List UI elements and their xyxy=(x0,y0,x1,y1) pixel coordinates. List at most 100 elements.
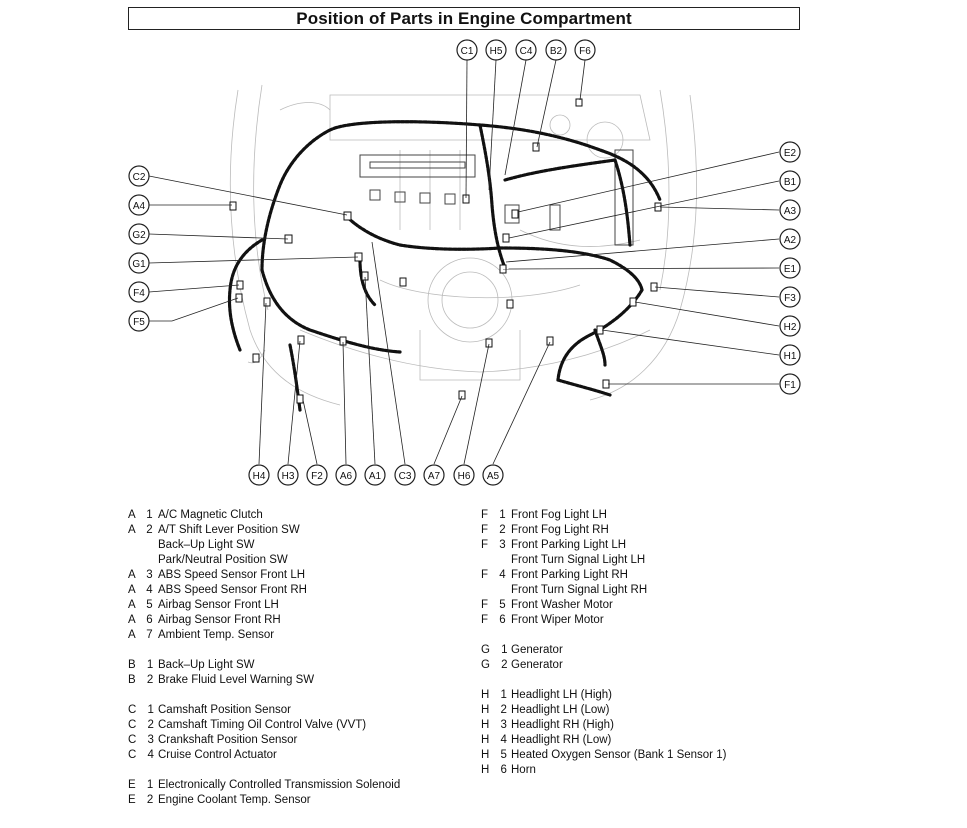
legend-code: C 3 xyxy=(128,734,158,746)
svg-text:A2: A2 xyxy=(784,235,797,246)
legend-code: E 1 xyxy=(128,779,158,791)
svg-text:C4: C4 xyxy=(520,46,533,57)
svg-text:C3: C3 xyxy=(399,471,412,482)
svg-text:E2: E2 xyxy=(784,148,797,159)
legend-code: H 6 xyxy=(481,764,511,776)
svg-text:H5: H5 xyxy=(490,46,503,57)
legend-text: Generator xyxy=(511,644,563,656)
legend-text: Headlight LH (High) xyxy=(511,689,612,701)
legend-text: Brake Fluid Level Warning SW xyxy=(158,674,315,686)
legend-text: Front Wiper Motor xyxy=(511,614,604,626)
legend-code xyxy=(481,583,511,598)
legend-text: ABS Speed Sensor Front LH xyxy=(158,569,306,581)
legend-code: A 6 xyxy=(128,614,157,626)
svg-text:A6: A6 xyxy=(340,471,353,482)
legend-text: Front Fog Light RH xyxy=(511,524,609,536)
callout-e2: E2 xyxy=(779,141,801,163)
legend-text: Headlight LH (Low) xyxy=(511,704,610,716)
svg-text:A4: A4 xyxy=(133,201,146,212)
callout-a7: A7 xyxy=(423,464,445,486)
svg-text:B2: B2 xyxy=(550,46,563,57)
engine-outline xyxy=(229,84,697,406)
svg-text:G2: G2 xyxy=(132,230,146,241)
svg-text:B1: B1 xyxy=(784,177,797,188)
callout-f4: F4 xyxy=(128,281,150,303)
legend-code: H 5 xyxy=(481,749,511,761)
callout-b1: B1 xyxy=(779,170,801,192)
legend-code xyxy=(481,553,511,568)
callout-g1: G1 xyxy=(128,252,150,274)
legend-code: A 3 xyxy=(128,569,157,581)
callout-a5: A5 xyxy=(482,464,504,486)
legend-code: C 4 xyxy=(128,749,158,761)
legend-code: A 4 xyxy=(128,584,157,596)
legend-code: E 2 xyxy=(128,794,158,806)
legend-code: B 1 xyxy=(128,659,158,671)
legend-code: A 2 xyxy=(128,524,157,536)
legend-entry: Front Turn Signal Light RH xyxy=(481,583,726,598)
legend-text: Park/Neutral Position SW xyxy=(158,554,288,566)
legend-code: A 7 xyxy=(128,629,157,641)
svg-text:F1: F1 xyxy=(784,380,796,391)
legend-text: Front Parking Light RH xyxy=(511,569,628,581)
leader-lines xyxy=(148,59,780,465)
legend-text: Crankshaft Position Sensor xyxy=(158,734,298,746)
svg-text:F2: F2 xyxy=(311,471,323,482)
legend-entry xyxy=(128,643,400,658)
callout-h5: H5 xyxy=(485,39,507,61)
legend-code: F 4 xyxy=(481,569,510,581)
legend-code xyxy=(128,538,158,553)
legend-text: Ambient Temp. Sensor xyxy=(158,629,275,641)
legend-text: Generator xyxy=(511,659,563,671)
legend-code xyxy=(128,763,158,778)
connectors xyxy=(229,98,662,404)
callout-c4: C4 xyxy=(515,39,537,61)
svg-text:F5: F5 xyxy=(133,317,145,328)
callout-f3: F3 xyxy=(779,286,801,308)
callout-g2: G2 xyxy=(128,223,150,245)
legend-text: Back–Up Light SW xyxy=(158,659,255,671)
callout-b2: B2 xyxy=(545,39,567,61)
legend-code: C 2 xyxy=(128,719,158,731)
legend-entry: Front Turn Signal Light LH xyxy=(481,553,726,568)
legend-text: Front Turn Signal Light RH xyxy=(511,584,648,596)
callout-h6: H6 xyxy=(453,464,475,486)
legend-code xyxy=(128,688,158,703)
legend-text: A/T Shift Lever Position SW xyxy=(158,524,300,536)
legend-code: C 1 xyxy=(128,704,158,716)
legend-code: F 2 xyxy=(481,524,510,536)
legend-code: F 5 xyxy=(481,599,510,611)
legend-entry xyxy=(481,628,726,643)
legend-entry xyxy=(481,673,726,688)
svg-text:A7: A7 xyxy=(428,471,441,482)
legend-text: Horn xyxy=(511,764,536,776)
legend-text: Camshaft Timing Oil Control Valve (VVT) xyxy=(158,719,367,731)
callout-h3: H3 xyxy=(277,464,299,486)
legend-code xyxy=(128,643,158,658)
legend-text: Airbag Sensor Front LH xyxy=(158,599,279,611)
legend-text: Headlight RH (High) xyxy=(511,719,614,731)
legend-text: Front Washer Motor xyxy=(511,599,613,611)
svg-text:H4: H4 xyxy=(253,471,266,482)
callout-c2: C2 xyxy=(128,165,150,187)
callout-a2: A2 xyxy=(779,228,801,250)
svg-text:G1: G1 xyxy=(132,259,146,270)
legend-code: F 3 xyxy=(481,539,510,551)
legend-code: H 3 xyxy=(481,719,511,731)
legend-text: Front Parking Light LH xyxy=(511,539,627,551)
svg-text:C1: C1 xyxy=(461,46,474,57)
